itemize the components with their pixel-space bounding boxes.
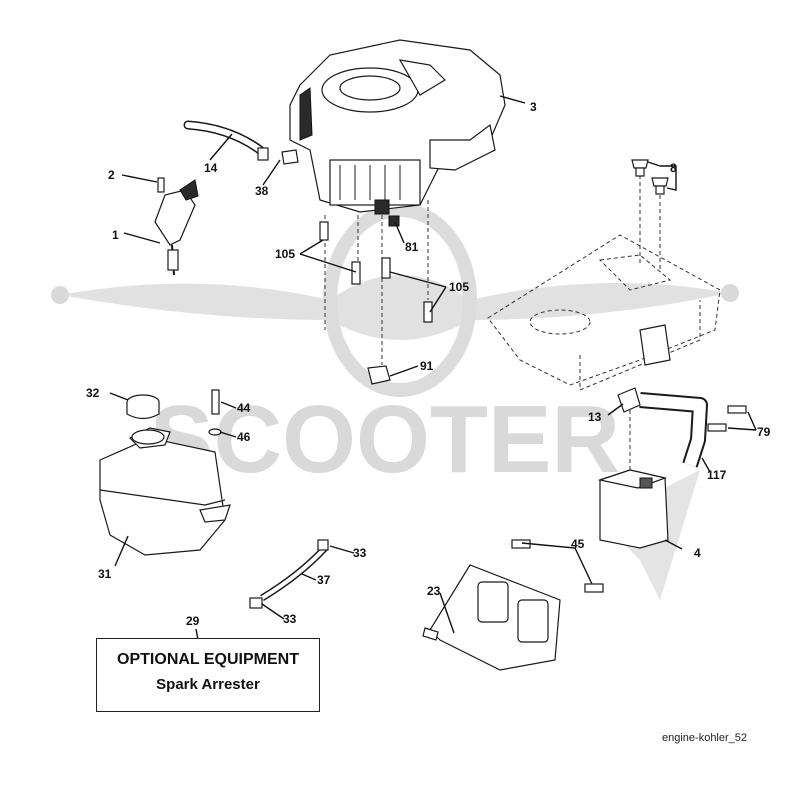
watermark-text: SCOOTER	[150, 386, 620, 493]
hose-clamp-icon	[249, 597, 263, 609]
spacer-icon	[367, 365, 391, 385]
heat-shield-icon	[422, 564, 561, 671]
callout-32: 32	[86, 386, 100, 400]
bolt-icon	[631, 159, 669, 195]
callout-46: 46	[237, 430, 251, 444]
callout-4: 4	[694, 546, 701, 560]
fitting-icon	[281, 149, 299, 165]
callout-79: 79	[757, 425, 771, 439]
callout-2: 2	[108, 168, 115, 182]
optional-equipment-box: OPTIONAL EQUIPMENT Spark Arrester	[96, 638, 320, 712]
callout-33-top: 33	[353, 546, 367, 560]
throttle-control-icon	[154, 177, 199, 276]
callout-13: 13	[588, 410, 602, 424]
callout-31: 31	[98, 567, 112, 581]
nut-icon	[388, 215, 400, 227]
callout-44: 44	[237, 401, 251, 415]
callout-81: 81	[405, 240, 419, 254]
bolt-icon	[319, 221, 433, 323]
bolt-icon	[707, 405, 747, 432]
callout-8: 8	[670, 161, 677, 175]
callout-14: 14	[204, 161, 218, 175]
callout-45: 45	[571, 537, 585, 551]
callout-38: 38	[255, 184, 269, 198]
callout-105-right: 105	[449, 280, 469, 294]
callout-1: 1	[112, 228, 119, 242]
diagram-code-label: engine-kohler_52	[662, 732, 748, 744]
spark-arrester-label: Spark Arrester	[156, 676, 260, 693]
callout-91: 91	[420, 359, 434, 373]
callout-29: 29	[186, 614, 200, 628]
muffler-icon	[597, 469, 669, 549]
callout-117: 117	[707, 468, 727, 482]
exhaust-pipe-icon	[617, 387, 708, 468]
watermark: SCOOTER	[51, 203, 739, 600]
callout-23: 23	[427, 584, 441, 598]
callout-37: 37	[317, 573, 331, 587]
optional-equipment-title: OPTIONAL EQUIPMENT	[117, 651, 299, 668]
callout-105-left: 105	[275, 247, 295, 261]
callout-33-bottom: 33	[283, 612, 297, 626]
callout-3: 3	[530, 100, 537, 114]
frame-plate-icon	[487, 234, 721, 391]
fuel-tank-icon	[99, 427, 231, 556]
hose-clamp-icon	[317, 539, 329, 551]
fuel-cap-icon	[126, 394, 160, 420]
engine-icon	[289, 39, 506, 215]
bolt-icon	[511, 539, 604, 593]
hose-clamp-icon	[257, 147, 269, 161]
